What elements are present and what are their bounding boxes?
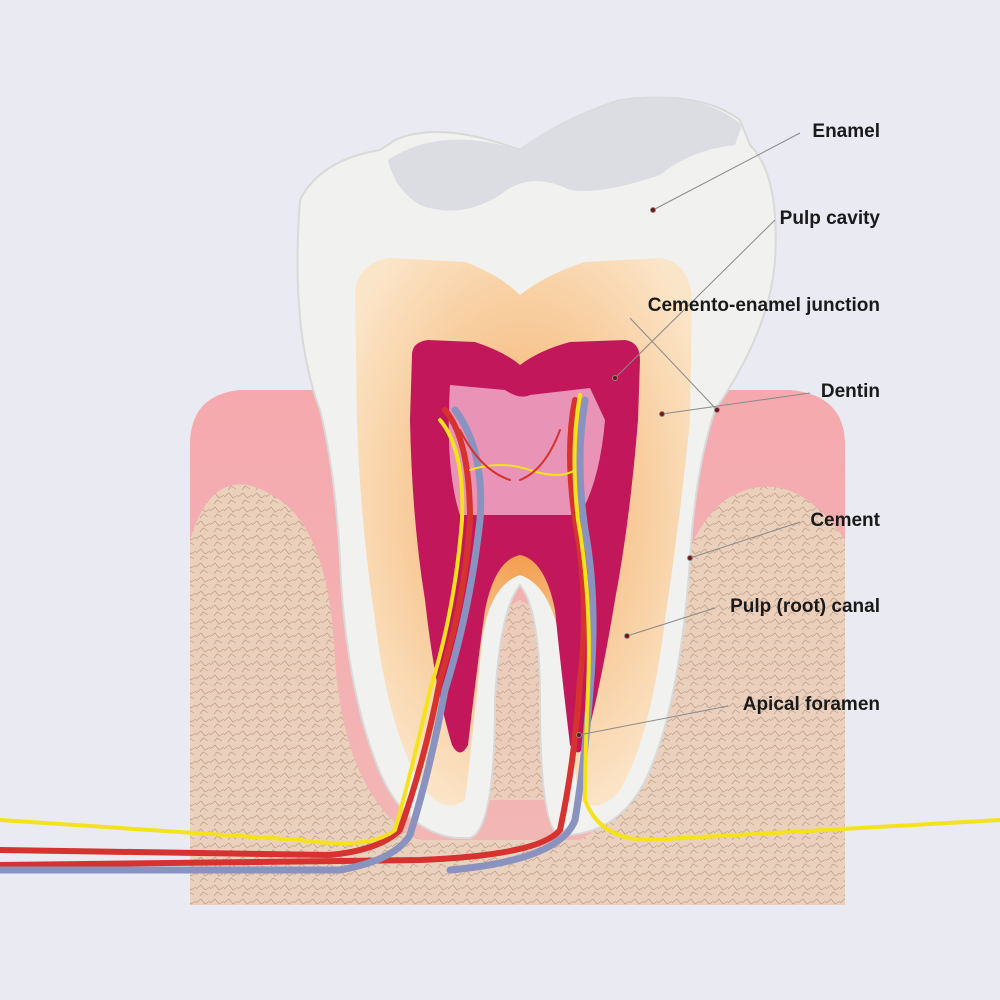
label-cement: Cement	[810, 510, 880, 531]
crown-top	[388, 97, 742, 211]
label-dentin: Dentin	[820, 381, 880, 402]
label-pulp-root-canal: Pulp (root) canal	[730, 596, 880, 617]
pulp-vessels	[0, 393, 1000, 874]
pulp-tissue	[448, 385, 605, 515]
label-enamel: Enamel	[812, 121, 880, 142]
label-apical-foramen: Apical foramen	[742, 694, 880, 715]
label-pulp-cavity: Pulp cavity	[779, 208, 880, 229]
leader-lines	[576, 132, 811, 738]
label-cemento-enamel-junction: Cemento-enamel junction	[647, 295, 880, 316]
